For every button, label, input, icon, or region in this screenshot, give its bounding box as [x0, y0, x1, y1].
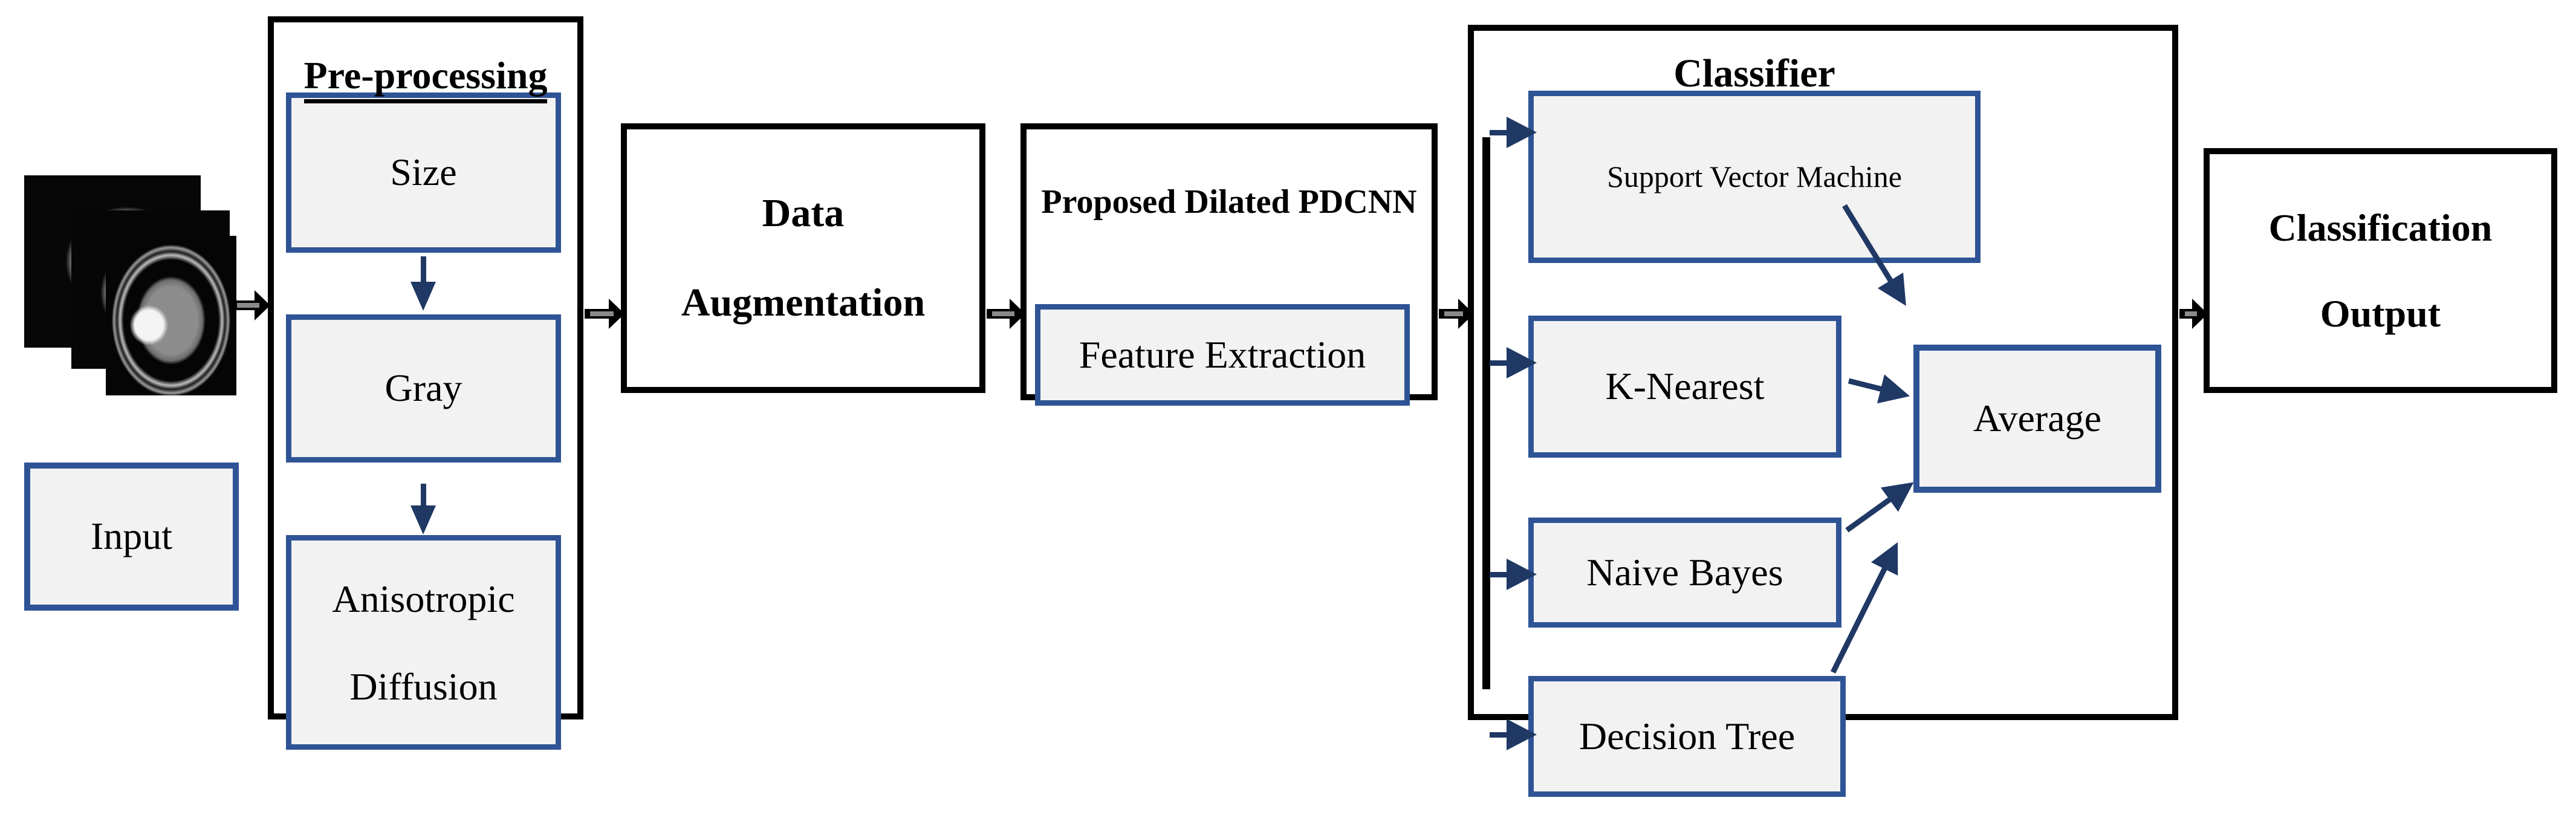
average-box: Average [1913, 345, 2161, 493]
anisotropic-diffusion-label: Anisotropic Diffusion [332, 577, 515, 708]
decision-tree-label: Decision Tree [1578, 714, 1796, 758]
input-label: Input [90, 515, 173, 558]
naive-bayes-box: Naive Bayes [1528, 518, 1841, 628]
preprocessing-title: Pre-processing [268, 53, 583, 103]
arrow-bus-to-naive-bayes [1490, 572, 1507, 577]
pdcnn-title: Proposed Dilated PDCNN [1041, 183, 1417, 221]
svm-label: Support Vector Machine [1607, 160, 1902, 193]
feature-extraction-box: Feature Extraction [1035, 304, 1410, 406]
feature-extraction-label: Feature Extraction [1079, 333, 1366, 376]
arrow-core [992, 311, 1014, 316]
arrow-bus-to-svm-head [1507, 117, 1537, 148]
arrow-size-to-gray-head [410, 282, 436, 311]
arrow-bus-to-svm [1490, 130, 1507, 135]
classifier-title: Classifier [1673, 51, 1835, 96]
mri-scan-front-icon [106, 236, 236, 395]
naive-bayes-label: Naive Bayes [1586, 550, 1783, 594]
arrow-bus-to-naive-bayes-head [1507, 559, 1537, 590]
arrow-images-to-preprocessing [232, 290, 270, 320]
classification-output-label: Classification Output [2268, 206, 2493, 335]
data-augmentation-label: Data Augmentation [681, 191, 926, 325]
arrow-core [590, 311, 614, 316]
knn-box: K-Nearest [1528, 316, 1841, 458]
decision-tree-box: Decision Tree [1528, 676, 1846, 797]
gray-label: Gray [384, 366, 462, 410]
arrow-size-to-gray [421, 256, 426, 283]
arrow-core [1444, 311, 1463, 316]
average-label: Average [1973, 397, 2101, 440]
arrow-preprocessing-to-augmentation [585, 299, 625, 329]
svm-box: Support Vector Machine [1528, 91, 1981, 263]
arrow-classifier-to-output [2179, 299, 2208, 329]
size-label: Size [390, 151, 457, 194]
classification-output-box: Classification Output [2204, 148, 2557, 393]
classifier-bus-line [1482, 137, 1490, 689]
arrow-core [237, 303, 259, 308]
input-box: Input [24, 463, 239, 611]
arrow-pdcnn-to-classifier [1439, 299, 1474, 329]
arrow-bus-to-knn [1490, 360, 1507, 366]
anisotropic-diffusion-box: Anisotropic Diffusion [286, 535, 561, 750]
arrow-gray-to-anisotropic-head [410, 505, 436, 534]
arrow-bus-to-decision-tree-head [1507, 719, 1537, 750]
arrow-bus-to-knn-head [1507, 347, 1537, 378]
gray-box: Gray [286, 314, 561, 463]
knn-label: K-Nearest [1605, 365, 1765, 408]
arrow-augmentation-to-pdcnn [987, 299, 1025, 329]
arrow-bus-to-decision-tree [1490, 732, 1507, 738]
size-box: Size [286, 93, 561, 253]
arrow-core [2185, 311, 2197, 316]
data-augmentation-box: Data Augmentation [621, 123, 985, 393]
arrow-gray-to-anisotropic [421, 484, 426, 507]
